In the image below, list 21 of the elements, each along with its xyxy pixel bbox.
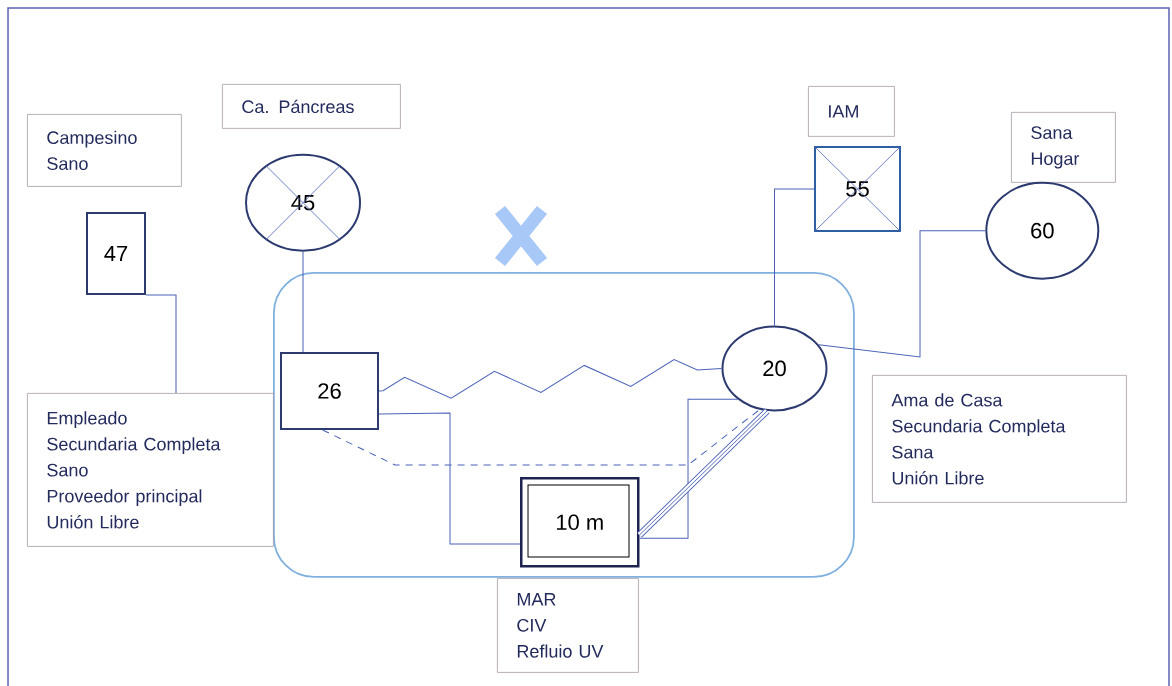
note-box: Ama de Casa Secundaria Completa Sana Unión Libre	[872, 375, 1127, 503]
deceased-male-square: 55	[813, 145, 902, 233]
male-square: 47	[86, 212, 146, 295]
note-box: Sana Hogar	[1011, 112, 1116, 183]
relationship-line	[145, 294, 177, 394]
index-child-square: 10 m	[520, 477, 640, 568]
household-outline	[273, 272, 855, 578]
relationship-line	[818, 230, 986, 358]
relationship-line	[774, 188, 815, 326]
note-box: MAR CIV Refluio UV	[497, 578, 639, 673]
dashed-line	[322, 409, 760, 466]
conflict-line	[378, 359, 722, 399]
relationship-line	[302, 251, 304, 353]
relationship-line	[639, 398, 739, 539]
male-square: 26	[280, 352, 379, 430]
note-box: Campesino Sano	[27, 114, 182, 187]
fused-line	[637, 408, 770, 538]
note-box: Ca. Páncreas	[222, 84, 401, 129]
note-box: Empleado Secundaria Completa Sano Proveedor principal Unión Libre	[27, 393, 274, 547]
note-box: IAM	[808, 86, 895, 137]
relationship-line	[378, 412, 521, 545]
